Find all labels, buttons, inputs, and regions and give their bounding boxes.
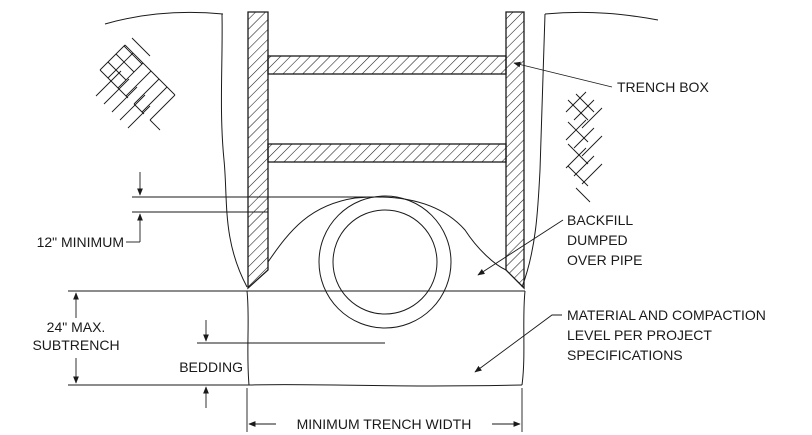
trench-box-upper-strut xyxy=(267,55,507,75)
leader-trench-box xyxy=(513,61,613,88)
label-material-1: MATERIAL AND COMPACTION xyxy=(567,307,766,323)
pipe xyxy=(318,195,452,329)
trench-wall-right xyxy=(521,13,546,288)
ground-surface-right xyxy=(544,11,659,21)
trench-box-left-wall xyxy=(247,11,269,290)
label-material-3: SPECIFICATIONS xyxy=(567,347,683,363)
dim-24-max-subtrench xyxy=(68,290,249,386)
label-material-2: LEVEL PER PROJECT xyxy=(567,327,712,343)
subtrench xyxy=(246,290,526,387)
leader-material xyxy=(474,314,562,373)
label-bedding: BEDDING xyxy=(179,359,243,375)
label-min-trench-width: MINIMUM TRENCH WIDTH xyxy=(297,416,472,432)
label-backfill-2: DUMPED xyxy=(567,232,628,248)
label-backfill-3: OVER PIPE xyxy=(567,252,642,268)
label-24-max: 24" MAX. xyxy=(47,319,106,335)
dim-12-minimum xyxy=(126,172,380,243)
soil-hatch-left xyxy=(95,37,176,131)
label-subtrench: SUBTRENCH xyxy=(32,337,119,353)
trench-box-lower-strut xyxy=(267,143,507,163)
leader-backfill xyxy=(477,219,564,276)
soil-hatch-right xyxy=(565,91,603,203)
label-12-minimum: 12" MINIMUM xyxy=(37,234,124,250)
dim-min-trench-width xyxy=(246,388,523,432)
trench-box xyxy=(247,11,525,290)
label-trench-box: TRENCH BOX xyxy=(617,79,709,95)
trench-wall-left xyxy=(220,13,248,288)
dim-bedding xyxy=(197,320,385,408)
ground-surface-left xyxy=(104,11,224,25)
label-backfill-1: BACKFILL xyxy=(567,212,633,228)
trench-box-right-wall xyxy=(505,11,525,290)
backfill-mound xyxy=(267,196,507,271)
